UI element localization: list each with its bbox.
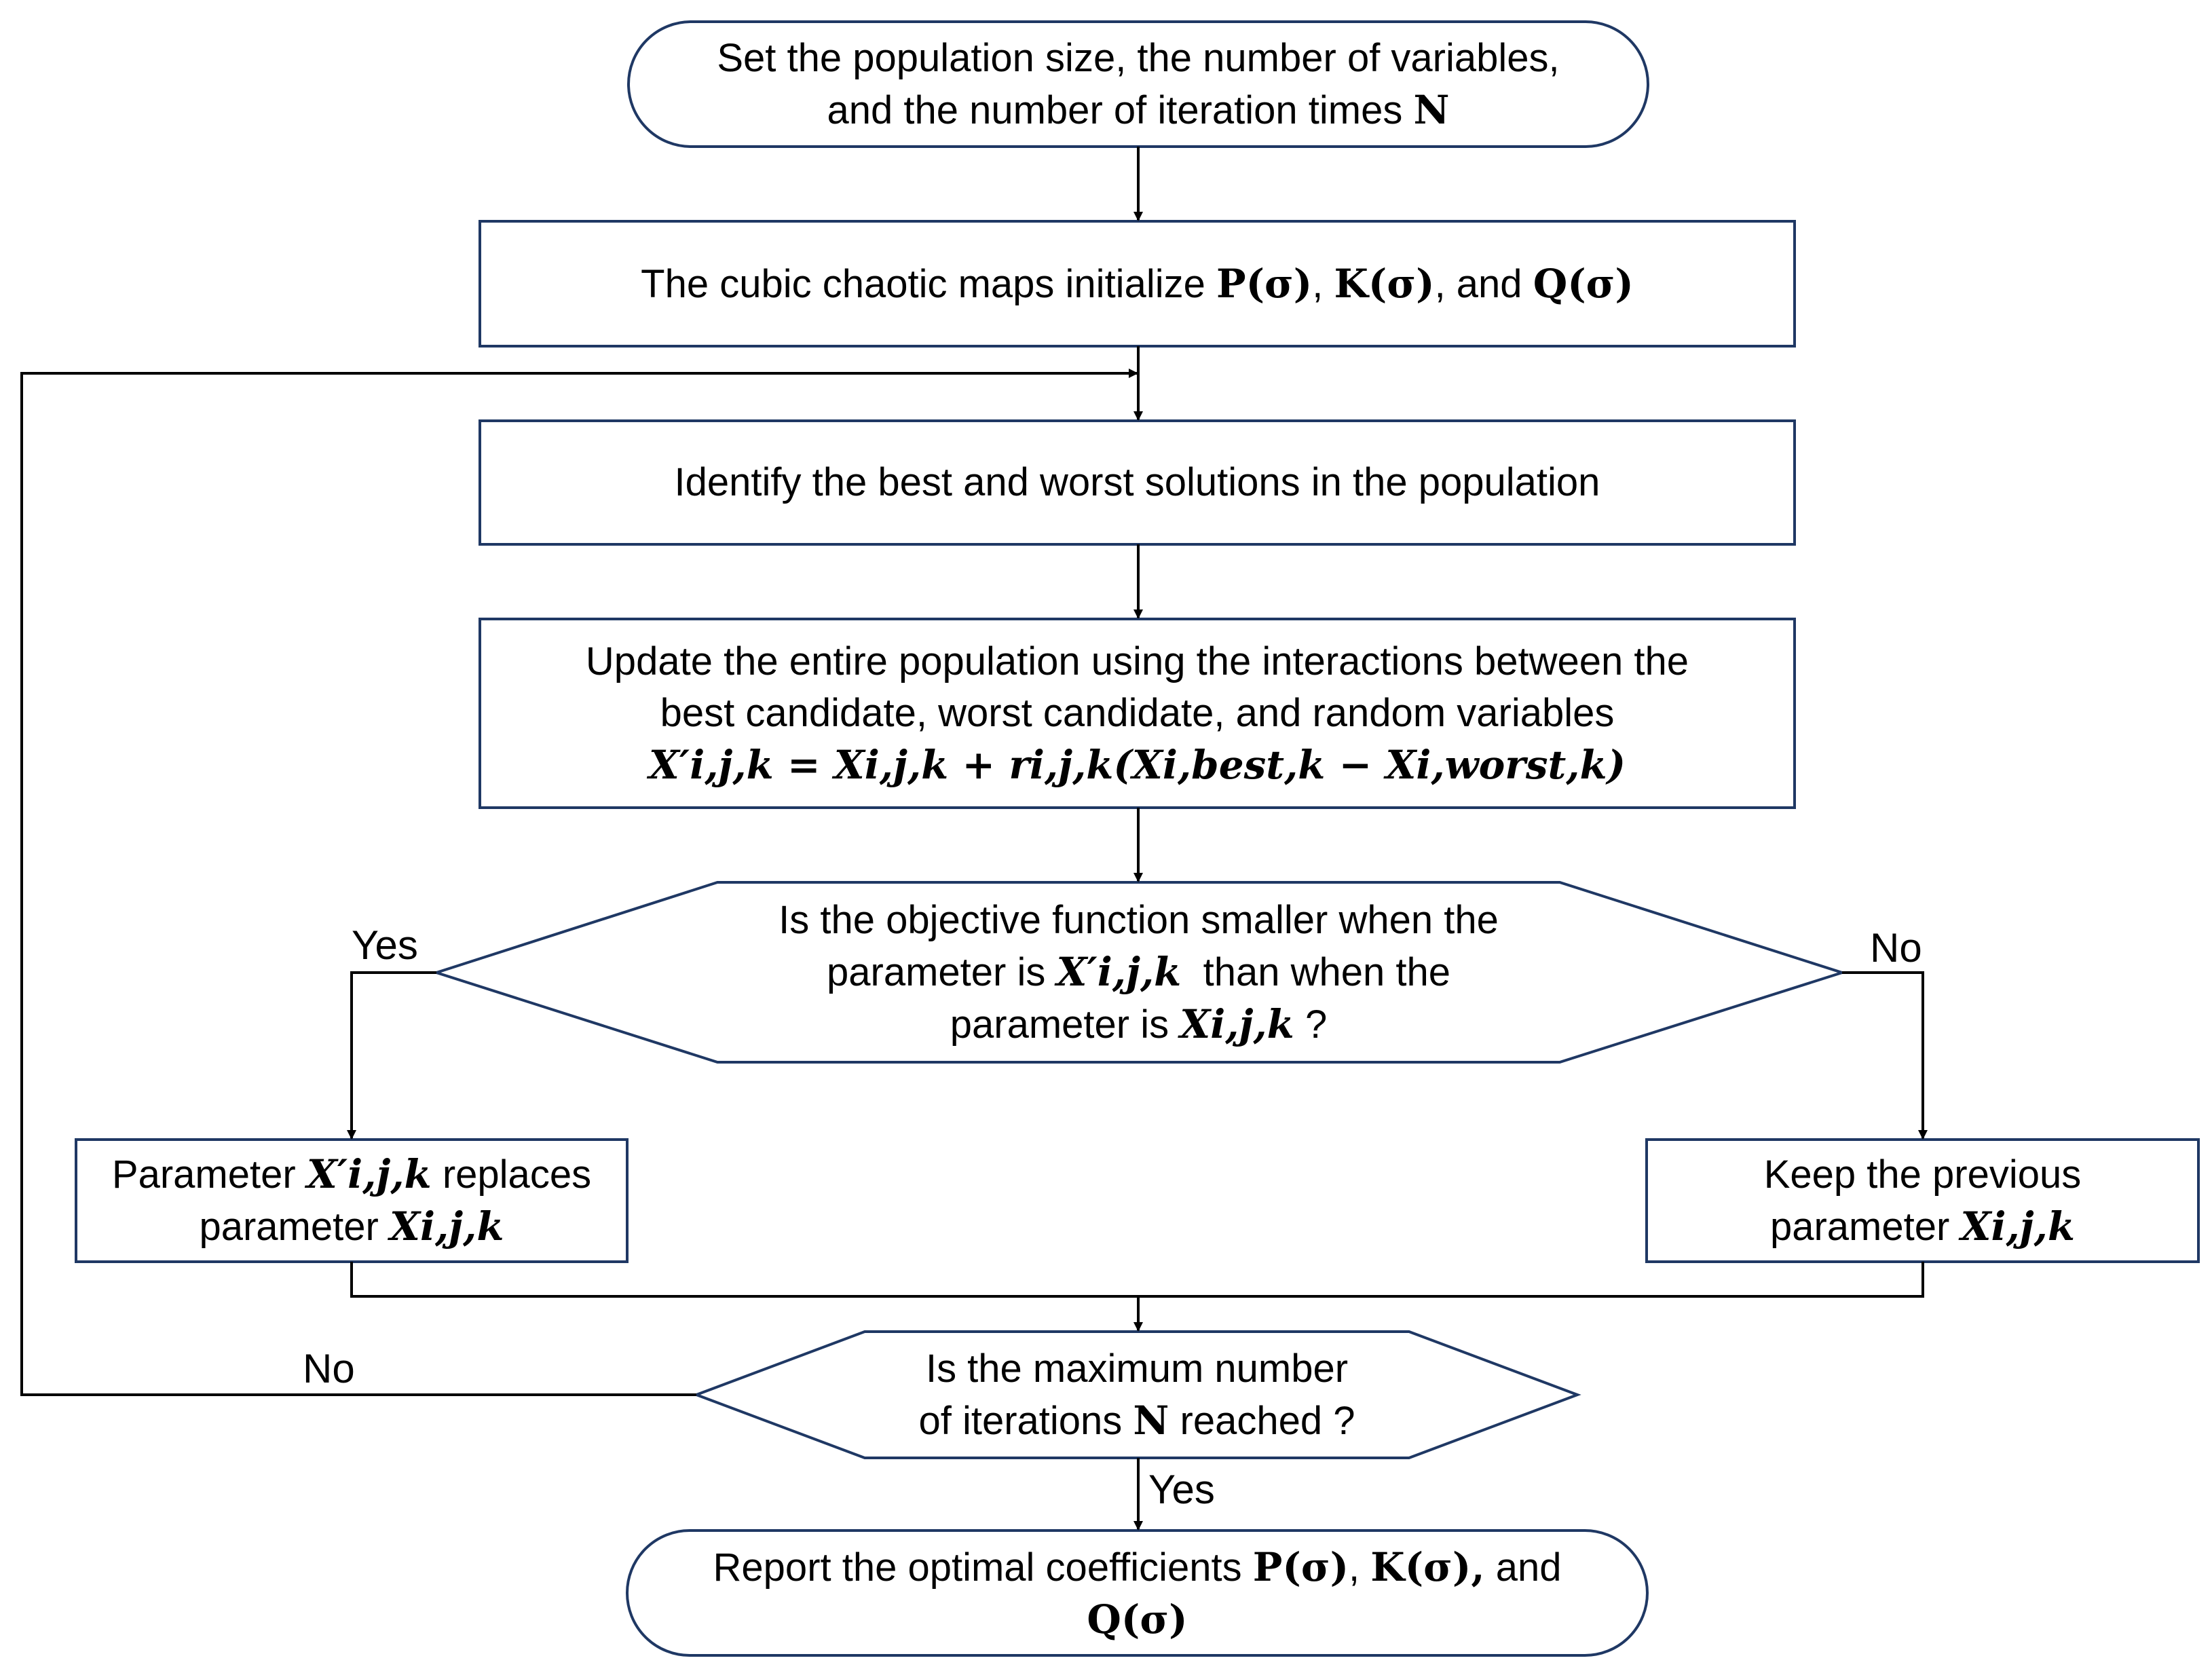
replace-line1-suffix: replaces — [442, 1152, 592, 1197]
keep-symbol-x: Xi,j,k — [1960, 1203, 2076, 1250]
replace-line2-prefix: parameter — [199, 1205, 379, 1249]
replace-line1-prefix: Parameter — [111, 1152, 296, 1197]
end-and: and — [1495, 1545, 1562, 1590]
decision1-no-label: No — [1870, 925, 1922, 971]
decision1-symbol-x: Xi,j,k — [1180, 1000, 1294, 1047]
update-line1: Update the entire population using the i… — [585, 639, 1689, 683]
decision1-line2: parameter is X′i,j,k than when the — [827, 946, 1450, 998]
init-text: The cubic chaotic maps initialize P(σ) , … — [480, 221, 1795, 346]
decision1-line2-prefix: parameter is — [827, 950, 1046, 994]
init-p-symbol: P(σ) — [1216, 260, 1313, 307]
start-symbol-n: N — [1413, 86, 1450, 133]
start-text: Set the population size, the number of v… — [629, 22, 1648, 147]
loop-back-no — [20, 369, 1138, 1396]
start-line1: Set the population size, the number of v… — [717, 35, 1560, 80]
update-text: Update the entire population using the i… — [480, 619, 1795, 808]
decision2-line2-suffix: reached ? — [1180, 1398, 1355, 1443]
replace-symbol-x: Xi,j,k — [389, 1203, 504, 1250]
decision2-line2-prefix: of iterations — [918, 1398, 1123, 1443]
decision1-symbol-xprime: X′i,j,k — [1056, 948, 1182, 995]
end-comma: , — [1349, 1545, 1360, 1590]
decision2-no-label: No — [303, 1346, 355, 1391]
arrow-yes-to-replace — [347, 971, 436, 1140]
end-terminator — [626, 1529, 1649, 1657]
replace-symbol-xprime: X′i,j,k — [306, 1151, 432, 1197]
keep-line2: parameter Xi,j,k — [1770, 1201, 2075, 1253]
decision2-line1: Is the maximum number — [925, 1346, 1349, 1391]
merge-line — [350, 1262, 1924, 1298]
decision2-text: Is the maximum number of iterations N re… — [865, 1332, 1409, 1458]
start-line2: and the number of iteration times N — [827, 84, 1449, 136]
decision1-line3-prefix: parameter is — [950, 1002, 1169, 1047]
decision1-line2-suffix: than when the — [1203, 950, 1450, 994]
decision1-line3: parameter is Xi,j,k ? — [950, 998, 1327, 1051]
decision2-line2: of iterations N reached ? — [918, 1395, 1355, 1447]
init-and: , and — [1434, 261, 1522, 306]
end-text: Report the optimal coefficients P(σ), K(… — [627, 1531, 1647, 1655]
decision2-yes-label: Yes — [1148, 1467, 1215, 1512]
replace-line2: parameter Xi,j,k — [199, 1201, 504, 1253]
init-line: The cubic chaotic maps initialize P(σ) , … — [641, 258, 1634, 310]
end-line1: Report the optimal coefficients P(σ), K(… — [713, 1541, 1562, 1594]
decision1-yes-label: Yes — [352, 922, 418, 968]
replace-line1: Parameter X′i,j,k replaces — [112, 1148, 591, 1201]
init-q-symbol: Q(σ) — [1533, 260, 1634, 307]
end-p-symbol: P(σ) — [1252, 1543, 1349, 1590]
keep-line2-prefix: parameter — [1769, 1204, 1950, 1249]
update-formula: X′i,j,k = Xi,j,k + ri,j,k(Xi,best,k − Xi… — [648, 742, 1626, 788]
init-comma: , — [1312, 261, 1324, 306]
decision1-line3-suffix: ? — [1305, 1002, 1328, 1047]
decision2-symbol-n: N — [1133, 1397, 1169, 1444]
keep-text: Keep the previous parameter Xi,j,k — [1647, 1140, 2198, 1262]
update-line2: best candidate, worst candidate, and ran… — [660, 691, 1615, 735]
decision2-hexagon — [692, 1330, 1581, 1459]
arrow-no-to-keep — [1842, 971, 1928, 1140]
end-line1-prefix: Report the optimal coefficients — [713, 1545, 1242, 1590]
identify-line: Identify the best and worst solutions in… — [674, 460, 1600, 504]
end-q-symbol: Q(σ) — [1087, 1596, 1188, 1642]
decision1-line1: Is the objective function smaller when t… — [779, 897, 1499, 942]
decision1-text: Is the objective function smaller when t… — [717, 882, 1560, 1062]
init-prefix: The cubic chaotic maps initialize — [641, 261, 1205, 306]
replace-text: Parameter X′i,j,k replaces parameter Xi,… — [76, 1140, 627, 1262]
init-k-symbol: K(σ) — [1334, 260, 1435, 307]
start-line2-text: and the number of iteration times — [827, 88, 1403, 132]
identify-text: Identify the best and worst solutions in… — [480, 421, 1795, 544]
keep-line1: Keep the previous — [1763, 1152, 2082, 1197]
end-k-symbol: K(σ), — [1370, 1543, 1485, 1590]
